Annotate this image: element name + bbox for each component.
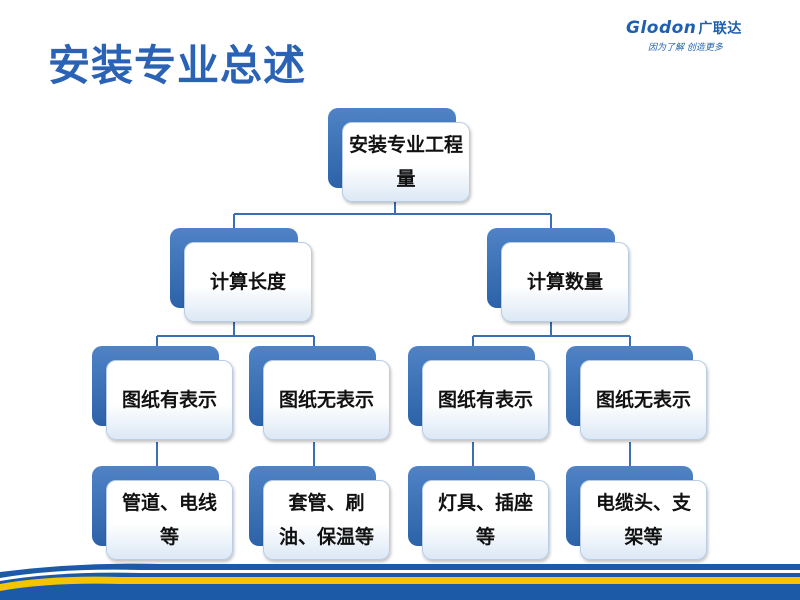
node-length-label: 计算长度 <box>184 242 312 322</box>
node-cable-heads-brackets-label: 电缆头、支架等 <box>580 480 707 560</box>
node-quantity-label: 计算数量 <box>501 242 629 322</box>
logo-slogan: 因为了解 创造更多 <box>648 43 723 53</box>
logo-brand-cn: 广联达 <box>698 21 742 37</box>
node-drawing-not-shown-2-label: 图纸无表示 <box>580 360 707 440</box>
node-root-label: 安装专业工程量 <box>342 122 470 202</box>
node-drawing-shown-2-label: 图纸有表示 <box>422 360 549 440</box>
node-lamps-sockets-label: 灯具、插座等 <box>422 480 549 560</box>
logo-brand: Glodon <box>626 18 697 38</box>
node-pipes-wires-label: 管道、电线等 <box>106 480 233 560</box>
node-drawing-shown-1-label: 图纸有表示 <box>106 360 233 440</box>
node-sleeves-painting-label: 套管、刷油、保温等 <box>263 480 390 560</box>
node-drawing-not-shown-1-label: 图纸无表示 <box>263 360 390 440</box>
slide-title: 安装专业总述 <box>48 41 307 90</box>
